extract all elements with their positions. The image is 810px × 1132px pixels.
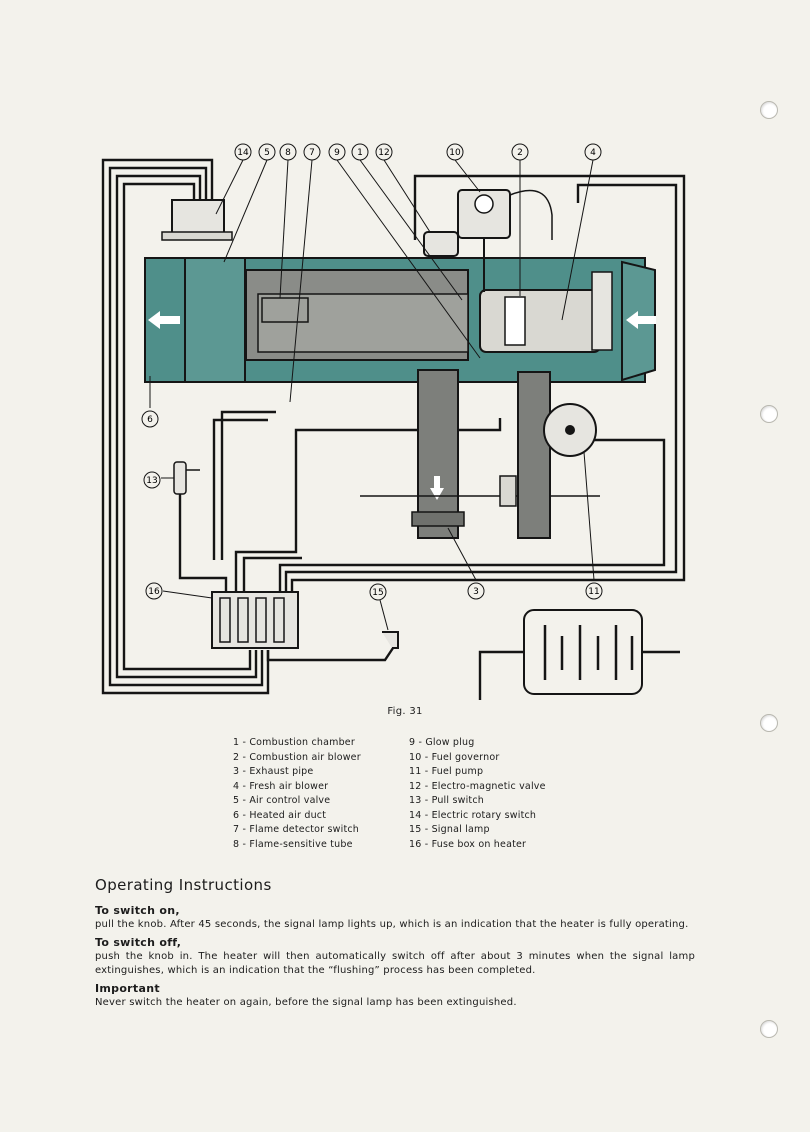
signal-lamp	[382, 631, 399, 649]
legend-item: 4 - Fresh air blower	[233, 780, 329, 792]
svg-text:4: 4	[590, 148, 596, 158]
callout-2: 2	[511, 143, 529, 161]
svg-text:12: 12	[378, 148, 389, 158]
legend-right-column: 9 - Glow plug 10 - Fuel governor 11 - Fu…	[409, 736, 546, 852]
fresh-air-blower	[479, 271, 613, 353]
exhaust-pipe	[360, 369, 600, 539]
heater-wiring-diagram: 14 5 8 7 9 1 12 10 2 4 6 13 16 15 3 11	[101, 143, 686, 700]
callout-6: 6	[141, 410, 159, 428]
wiring-harness	[101, 158, 686, 700]
callout-4: 4	[584, 143, 602, 161]
callout-8: 8	[279, 143, 297, 161]
legend-item: 10 - Fuel governor	[409, 751, 500, 763]
callout-11: 11	[585, 582, 603, 600]
fuel-governor	[423, 189, 553, 292]
subheading-switch-on: To switch on,	[95, 904, 180, 917]
callout-7: 7	[303, 143, 321, 161]
legend-item: 1 - Combustion chamber	[233, 737, 355, 748]
punch-hole	[760, 1020, 778, 1038]
svg-text:6: 6	[147, 415, 153, 425]
paragraph-important: Never switch the heater on again, before…	[95, 997, 517, 1008]
legend-item: 14 - Electric rotary switch	[409, 809, 537, 821]
legend-left-column: 1 - Combustion chamber 2 - Combustion ai…	[233, 736, 361, 852]
punch-hole	[760, 405, 778, 423]
callout-9: 9	[328, 143, 346, 161]
fuel-pump	[499, 371, 597, 539]
legend-item: 5 - Air control valve	[233, 795, 331, 806]
section-title: Operating Instructions	[95, 876, 272, 894]
pull-switch	[173, 461, 200, 495]
svg-text:3: 3	[473, 587, 479, 597]
svg-text:2: 2	[517, 148, 523, 158]
callout-10: 10	[446, 143, 464, 161]
callout-leaders	[149, 159, 595, 631]
legend-item: 9 - Glow plug	[409, 737, 475, 748]
svg-text:16: 16	[148, 587, 160, 597]
callout-15: 15	[369, 583, 387, 601]
legend-item: 11 - Fuel pump	[409, 766, 484, 777]
legend-item: 8 - Flame-sensitive tube	[233, 838, 353, 850]
svg-text:8: 8	[285, 148, 291, 158]
legend-item: 15 - Signal lamp	[409, 824, 490, 835]
operating-instructions: Operating Instructions To switch on, pul…	[95, 876, 695, 1014]
svg-text:14: 14	[237, 148, 249, 158]
legend-item: 13 - Pull switch	[409, 795, 484, 806]
callout-12: 12	[375, 143, 393, 161]
legend-item: 12 - Electro-magnetic valve	[409, 780, 546, 792]
legend-item: 7 - Flame detector switch	[233, 824, 360, 835]
callout-14: 14	[234, 143, 252, 161]
legend-item: 2 - Combustion air blower	[233, 751, 361, 763]
svg-text:11: 11	[588, 587, 599, 597]
callout-13: 13	[143, 471, 161, 489]
subheading-important: Important	[95, 982, 160, 995]
paragraph-switch-off: push the knob in. The heater will then a…	[95, 951, 695, 976]
callout-16: 16	[145, 582, 163, 600]
fuse-box	[211, 591, 299, 649]
svg-text:15: 15	[372, 588, 383, 598]
punch-hole	[760, 714, 778, 732]
svg-text:7: 7	[309, 148, 315, 158]
callout-3: 3	[467, 582, 485, 600]
callout-5: 5	[258, 143, 276, 161]
svg-text:5: 5	[264, 148, 270, 158]
battery	[523, 609, 643, 695]
callout-labels: 14 5 8 7 9 1 12 10 2 4 6 13 16 15 3 11	[141, 143, 603, 601]
legend-item: 6 - Heated air duct	[233, 809, 327, 821]
svg-text:1: 1	[357, 148, 363, 158]
figure-caption: Fig. 31	[387, 706, 423, 717]
svg-text:9: 9	[334, 148, 340, 158]
paragraph-switch-on: pull the knob. After 45 seconds, the sig…	[95, 919, 689, 930]
electric-rotary-switch	[161, 199, 233, 241]
punch-hole	[760, 101, 778, 119]
svg-text:10: 10	[449, 148, 461, 158]
callout-1: 1	[351, 143, 369, 161]
legend-item: 16 - Fuse box on heater	[409, 838, 527, 850]
subheading-switch-off: To switch off,	[95, 936, 182, 949]
svg-text:13: 13	[146, 476, 157, 486]
legend-item: 3 - Exhaust pipe	[233, 766, 314, 777]
